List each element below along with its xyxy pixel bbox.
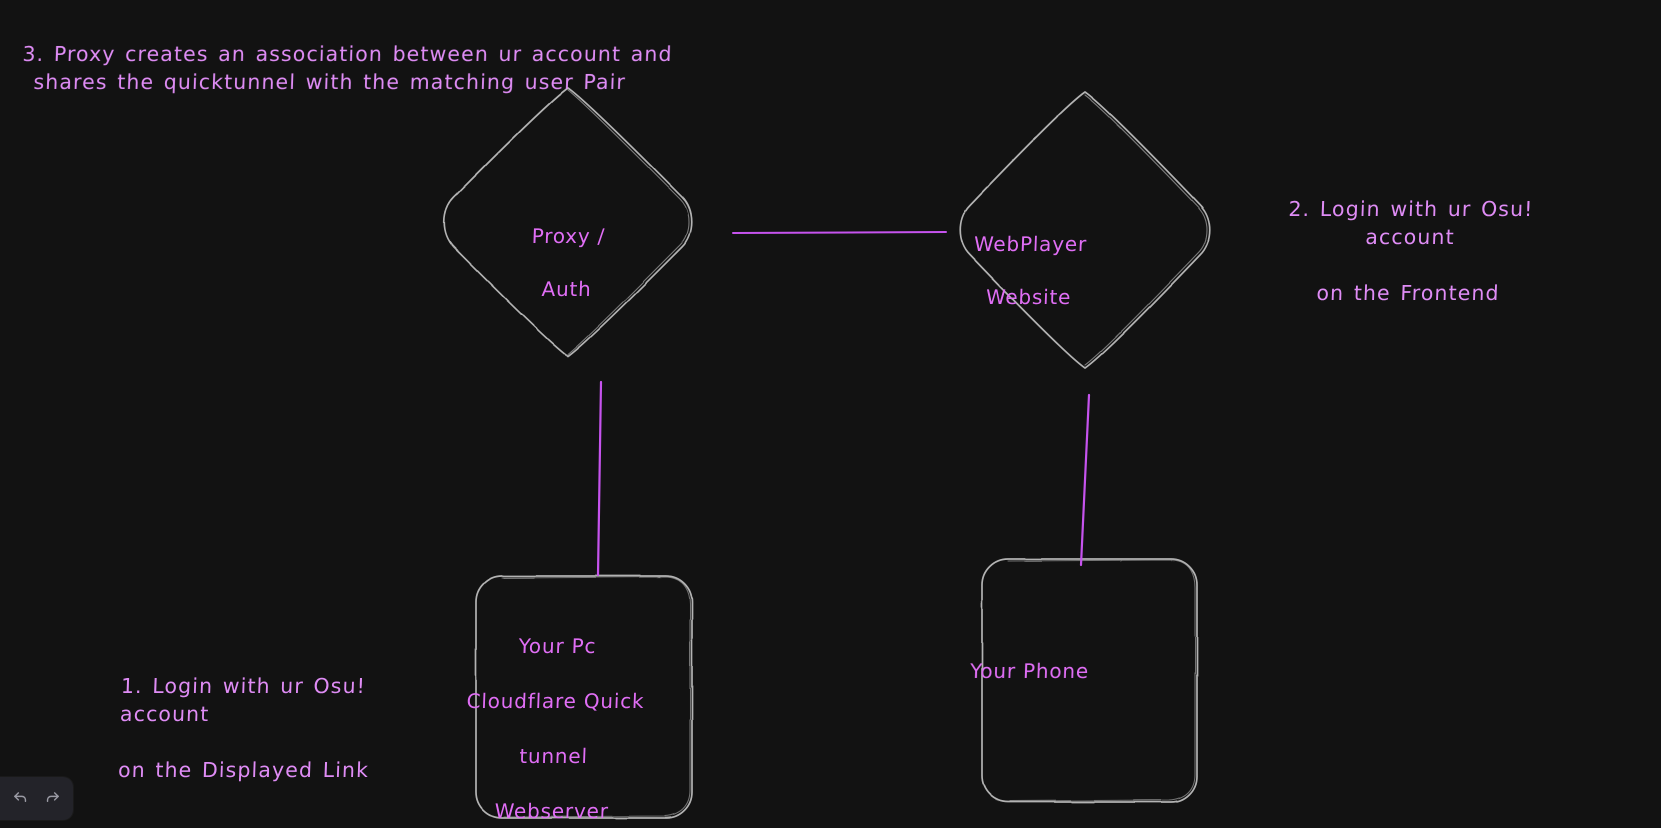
undo-button[interactable] xyxy=(5,784,35,814)
node-shape-webplayer-website[interactable] xyxy=(959,91,1211,369)
undo-arrow-icon xyxy=(12,790,29,807)
connector-webplayer-to-your-phone[interactable] xyxy=(1079,393,1091,567)
redo-arrow-icon xyxy=(44,790,61,807)
redo-button[interactable] xyxy=(38,784,68,814)
history-toolbar xyxy=(0,777,73,820)
connector-proxy-to-your-pc[interactable] xyxy=(596,380,603,577)
node-shape-your-pc[interactable] xyxy=(475,575,693,819)
connector-proxy-to-webplayer[interactable] xyxy=(732,231,947,234)
node-shape-proxy-auth[interactable] xyxy=(443,87,693,357)
node-shape-your-phone[interactable] xyxy=(981,558,1198,803)
